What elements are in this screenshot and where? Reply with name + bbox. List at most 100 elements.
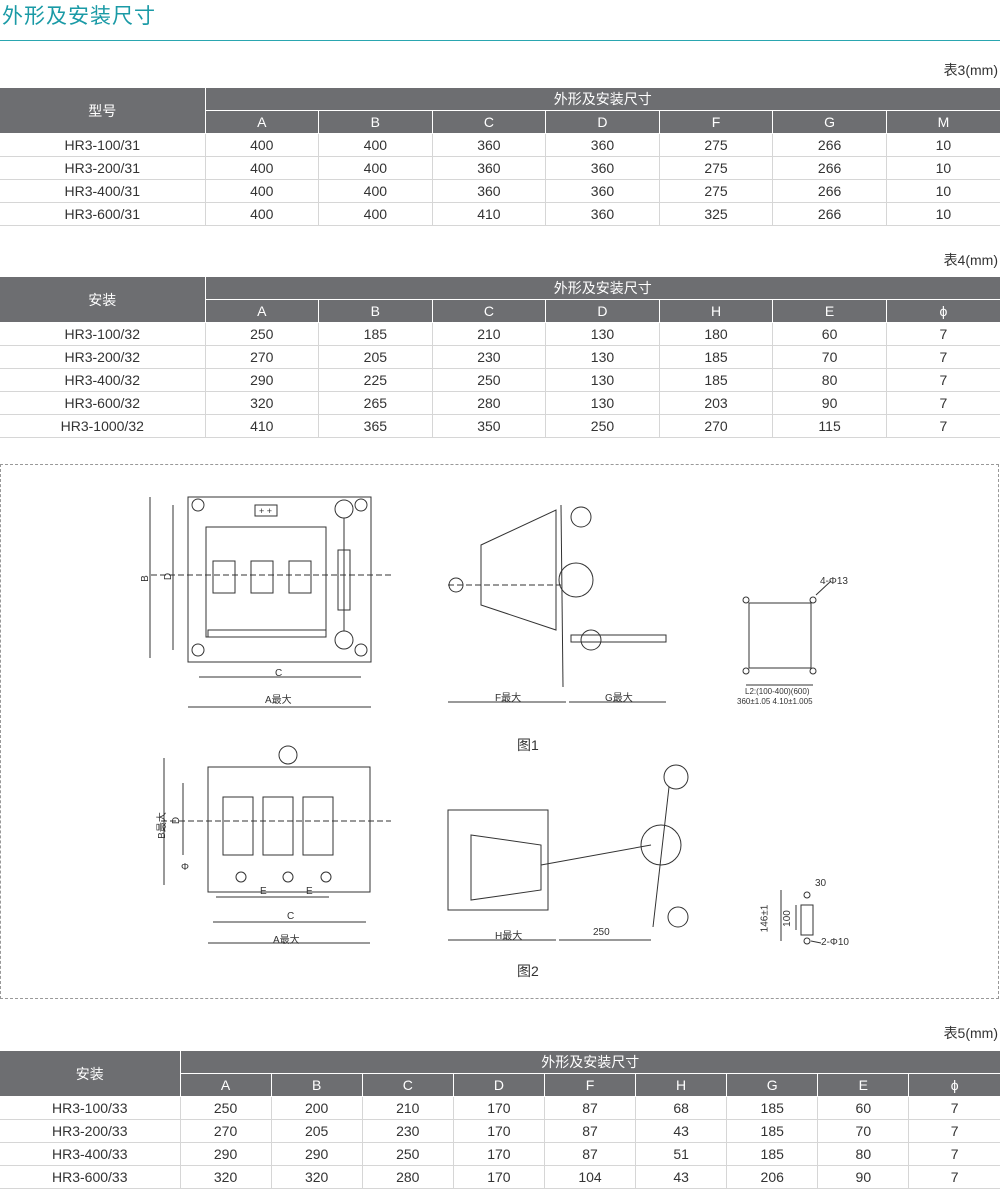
fig1-hole-note: 4-Φ13 (820, 576, 848, 587)
fig2-dim-phi: Φ (181, 862, 189, 873)
fig1-l2-note-2: 360±1.05 4.10±1.005 (737, 697, 813, 706)
table3-column-header: M (885, 110, 1000, 134)
fig2-dim-a-max: A最大 (273, 935, 300, 946)
fig2-dim-b-max: B最大 (156, 812, 168, 839)
dimension-cell: 90 (772, 391, 887, 415)
dimension-cell: 43 (635, 1165, 727, 1189)
dimension-cell: 203 (658, 391, 773, 415)
dimension-cell: 320 (204, 391, 319, 415)
dimension-cell: 185 (318, 322, 433, 346)
dimension-cell: 68 (635, 1096, 727, 1120)
model-cell: HR3-400/32 (0, 368, 205, 392)
table5-caption: 表5(mm) (943, 1025, 998, 1041)
table4-column-header: B (318, 299, 433, 323)
table5-column-header: E (817, 1073, 909, 1097)
dimension-cell: 250 (204, 322, 319, 346)
table3-column-header: D (545, 110, 660, 134)
model-cell: HR3-200/32 (0, 345, 205, 369)
dimension-cell: 115 (772, 414, 887, 438)
dimension-cell: 51 (635, 1142, 727, 1166)
table5-group-header: 外形及安装尺寸 (179, 1051, 1000, 1074)
dimension-cell: 270 (204, 345, 319, 369)
dimension-cell: 7 (908, 1142, 1000, 1166)
model-cell: HR3-600/33 (0, 1165, 180, 1189)
dimension-cell: 104 (543, 1165, 636, 1189)
technical-drawings-svg: + + (149, 496, 832, 945)
dimension-cell: 185 (726, 1142, 818, 1166)
fig2-dim-250: 250 (593, 927, 610, 938)
dimension-cell: 180 (658, 322, 773, 346)
dimension-cell: 185 (658, 345, 773, 369)
dimension-drawings: + + (0, 464, 999, 999)
dimension-cell: 70 (772, 345, 887, 369)
model-cell: HR3-1000/32 (0, 414, 205, 438)
dimension-cell: 266 (772, 133, 887, 157)
dimension-cell: 87 (543, 1142, 636, 1166)
dimension-cell: 266 (772, 156, 887, 180)
dimension-cell: 410 (431, 202, 546, 226)
fig2-dim-146: 146±1 (759, 904, 771, 933)
table4-column-header: C (431, 299, 546, 323)
dimension-cell: 400 (204, 156, 319, 180)
fig1-dim-a-max: A最大 (265, 695, 292, 706)
dimension-cell: 250 (361, 1142, 454, 1166)
dimension-cell: 87 (543, 1096, 636, 1120)
dimension-cell: 206 (726, 1165, 818, 1189)
dimension-cell: 90 (817, 1165, 909, 1189)
table4-column-header: E (772, 299, 887, 323)
dimension-cell: 170 (452, 1096, 545, 1120)
dimension-cell: 290 (270, 1142, 363, 1166)
dimension-cell: 7 (908, 1119, 1000, 1143)
fig1-dim-f-max: F最大 (495, 693, 522, 704)
dimension-cell: 360 (431, 133, 546, 157)
table5-column-header: G (726, 1073, 818, 1097)
table3-column-header: G (772, 110, 887, 134)
title-divider (0, 40, 1000, 41)
dimension-cell: 360 (545, 179, 660, 203)
dimension-cell: 200 (270, 1096, 363, 1120)
fig2-label: 图2 (517, 963, 539, 979)
dimension-cell: 400 (318, 202, 433, 226)
dimension-cell: 350 (431, 414, 546, 438)
dimension-cell: 265 (318, 391, 433, 415)
model-cell: HR3-400/31 (0, 179, 205, 203)
fig2-slot-detail (780, 890, 822, 945)
table3-column-header: F (658, 110, 773, 134)
dimension-cell: 360 (431, 156, 546, 180)
fig2-dim-e2: E (306, 886, 313, 897)
table5-column-header: H (635, 1073, 727, 1097)
dimension-cell: 7 (885, 391, 1000, 415)
dimension-cell: 280 (431, 391, 546, 415)
table5-column-header: C (361, 1073, 454, 1097)
dimension-cell: 10 (885, 156, 1000, 180)
dimension-cell: 7 (885, 368, 1000, 392)
table3-column-header: A (204, 110, 319, 134)
dimension-cell: 10 (885, 133, 1000, 157)
dimension-cell: 400 (318, 133, 433, 157)
dimension-cell: 210 (431, 322, 546, 346)
dimension-cell: 10 (885, 179, 1000, 203)
dimension-cell: 7 (885, 322, 1000, 346)
fig1-mounting-holes (742, 580, 832, 686)
dimension-cell: 130 (545, 391, 660, 415)
fig1-dim-c: C (275, 668, 283, 679)
model-cell: HR3-200/31 (0, 156, 205, 180)
dimension-cell: 275 (658, 179, 773, 203)
dimension-cell: 400 (318, 156, 433, 180)
fig1-front-view: + + (149, 496, 391, 708)
model-cell: HR3-100/32 (0, 322, 205, 346)
fig2-front-view (161, 745, 391, 944)
dimension-cell: 130 (545, 322, 660, 346)
dimension-cell: 130 (545, 345, 660, 369)
model-cell: HR3-600/32 (0, 391, 205, 415)
dimension-cell: 365 (318, 414, 433, 438)
fig1-side-view (448, 504, 667, 703)
fig2-dim-100: 100 (781, 910, 793, 927)
